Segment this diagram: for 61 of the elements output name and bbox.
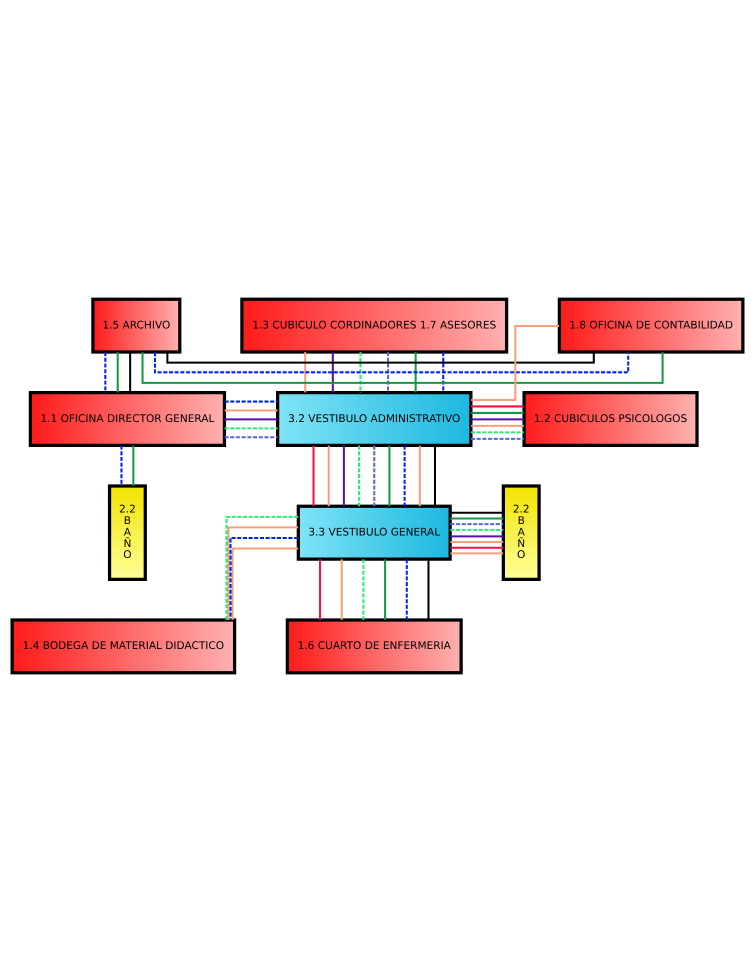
connector bbox=[224, 409, 278, 412]
connector bbox=[450, 528, 504, 531]
connector bbox=[450, 523, 504, 526]
connector bbox=[129, 352, 132, 392]
connector bbox=[384, 559, 386, 620]
node-box: 2.2 B A Ñ O bbox=[502, 484, 541, 581]
connector bbox=[471, 424, 524, 427]
connector bbox=[224, 418, 278, 420]
connector bbox=[232, 548, 298, 620]
connector bbox=[340, 559, 343, 620]
node-box: 1.1 OFICINA DIRECTOR GENERAL bbox=[28, 391, 226, 448]
connector bbox=[342, 446, 345, 506]
connector bbox=[154, 352, 630, 374]
connector bbox=[304, 352, 306, 392]
connector bbox=[224, 436, 278, 438]
connector bbox=[142, 352, 664, 384]
connector bbox=[358, 446, 360, 506]
connector bbox=[450, 512, 504, 514]
connector bbox=[471, 438, 524, 440]
connector bbox=[132, 446, 134, 486]
connector bbox=[104, 352, 106, 392]
connector bbox=[442, 352, 444, 392]
node-box: 1.3 CUBICULO CORDINADORES 1.7 ASESORES bbox=[240, 298, 508, 354]
node-box: 1.8 OFICINA DE CONTABILIDAD bbox=[558, 298, 744, 354]
node-box: 1.4 BODEGA DE MATERIAL DIDACTICO bbox=[10, 618, 236, 674]
node-box: 3.3 VESTIBULO GENERAL bbox=[296, 504, 452, 561]
connector bbox=[427, 559, 430, 620]
connector bbox=[471, 412, 524, 414]
node-box: 1.2 CUBICULOS PSICOLOGOS bbox=[522, 391, 699, 448]
connector bbox=[319, 559, 322, 620]
connector bbox=[362, 559, 364, 620]
connector bbox=[450, 552, 504, 554]
connector bbox=[120, 446, 122, 486]
connector bbox=[471, 431, 524, 434]
connector bbox=[418, 446, 421, 506]
connector bbox=[450, 546, 504, 549]
connector bbox=[332, 352, 334, 392]
connector bbox=[471, 405, 524, 408]
connector bbox=[166, 352, 595, 364]
connector bbox=[434, 446, 436, 506]
node-box: 1.6 CUARTO DE ENFERMERIA bbox=[286, 618, 463, 674]
connector bbox=[328, 446, 330, 506]
connector bbox=[387, 352, 390, 392]
connector bbox=[312, 446, 315, 506]
connector bbox=[471, 418, 524, 420]
connector bbox=[450, 517, 504, 520]
connector bbox=[406, 559, 408, 620]
connector bbox=[116, 352, 119, 392]
connector bbox=[471, 325, 560, 401]
connector bbox=[450, 541, 504, 544]
connector bbox=[359, 352, 362, 392]
connector bbox=[450, 535, 504, 538]
node-box: 2.2 B A Ñ O bbox=[108, 484, 147, 581]
node-box: 1.5 ARCHIVO bbox=[91, 298, 182, 354]
connector bbox=[388, 446, 390, 506]
connector bbox=[224, 427, 278, 430]
connector bbox=[414, 352, 417, 392]
connector bbox=[373, 446, 376, 506]
connector bbox=[404, 446, 406, 506]
connector bbox=[224, 400, 278, 403]
node-box: 3.2 VESTIBULO ADMINISTRATIVO bbox=[276, 391, 472, 448]
